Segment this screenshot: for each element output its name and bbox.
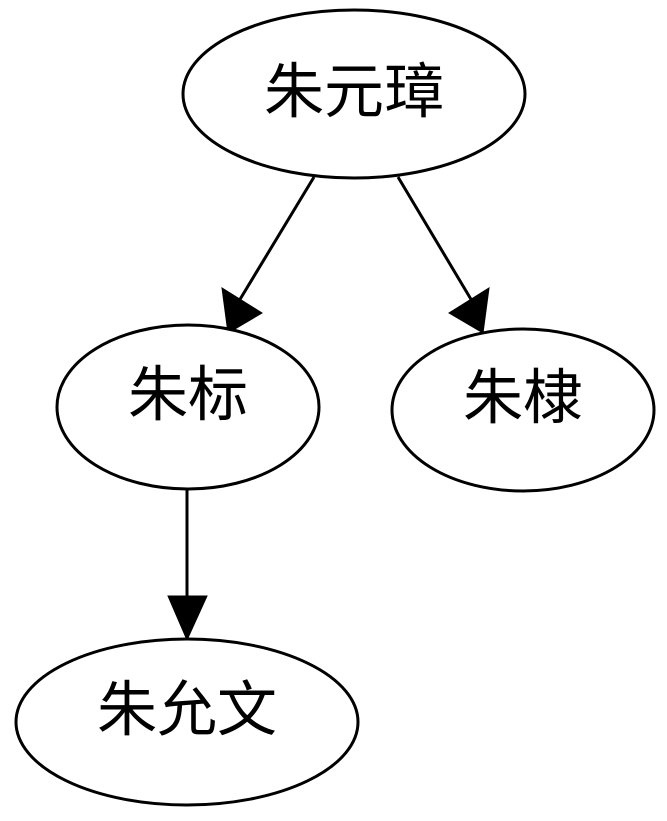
node-zhu-yunwen[interactable]: 朱允文 xyxy=(14,637,360,807)
arrowhead-icon xyxy=(221,287,263,334)
arrowhead-icon xyxy=(448,287,490,334)
node-zhu-yuanzhang[interactable]: 朱元璋 xyxy=(181,8,527,180)
node-label: 朱允文 xyxy=(97,676,277,746)
node-ellipse xyxy=(390,327,656,493)
node-label: 朱元璋 xyxy=(264,58,444,128)
node-ellipse xyxy=(181,8,527,180)
node-label: 朱标 xyxy=(128,361,248,431)
node-ellipse xyxy=(55,323,321,491)
edge-line xyxy=(396,176,474,302)
node-zhu-di[interactable]: 朱棣 xyxy=(390,327,656,493)
edge-zhu-biao-to-zhu-yunwen[interactable] xyxy=(167,490,208,642)
edge-line xyxy=(237,176,316,302)
node-ellipse xyxy=(14,637,360,807)
node-label: 朱棣 xyxy=(463,364,583,434)
node-zhu-biao[interactable]: 朱标 xyxy=(55,323,321,491)
edge-zhu-yuanzhang-to-zhu-biao[interactable] xyxy=(221,176,316,334)
edge-zhu-yuanzhang-to-zhu-di[interactable] xyxy=(396,176,490,334)
arrowhead-icon xyxy=(167,595,208,642)
